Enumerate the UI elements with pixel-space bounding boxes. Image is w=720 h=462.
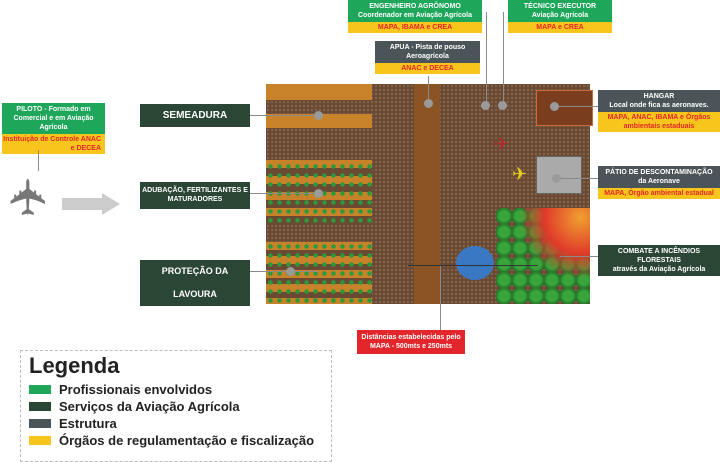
connector-line [486, 12, 487, 104]
legend-swatch [29, 385, 51, 394]
pilot-regulator: Instituição de Controle ANAC e DECEA [2, 134, 105, 154]
connector-line [440, 265, 441, 330]
connector-dot [481, 101, 490, 110]
plot-seeding [266, 114, 372, 128]
engineer-regulator: MAPA, IBAMA e CREA [348, 22, 482, 33]
distance-line [408, 265, 538, 266]
legend-swatch [29, 402, 51, 411]
connector-dot [314, 111, 323, 120]
legend-item: Profissionais envolvidos [29, 381, 331, 398]
legend-title: Legenda [29, 353, 120, 378]
pond [456, 246, 494, 280]
technician-title: TÉCNICO EXECUTOR [523, 3, 597, 10]
connector-line [428, 76, 429, 104]
technician-subtitle: Aviação Agrícola [531, 12, 589, 19]
apua-card: APUA - Pista de pouso Aeroagrícola ANAC … [375, 41, 480, 74]
service-semeadura: SEMEADURA [140, 104, 250, 127]
runway [414, 84, 440, 304]
legend-label: Profissionais envolvidos [59, 382, 213, 397]
plot-seeding [266, 84, 372, 100]
patio-subtitle: da Aeronave [638, 178, 680, 185]
crops [266, 242, 372, 304]
connector-dot [550, 102, 559, 111]
technician-card: TÉCNICO EXECUTOR Aviação Agrícola MAPA e … [508, 0, 612, 33]
legend-swatch [29, 419, 51, 428]
connector-line [38, 150, 39, 171]
combate-card: COMBATE A INCÊNDIOS FLORESTAIS através da… [598, 245, 720, 276]
connector-line [250, 193, 318, 194]
legend-item: Serviços da Aviação Agrícola [29, 398, 331, 415]
combate-subtitle: através da Aviação Agrícola [612, 266, 706, 273]
connector-line [560, 256, 600, 257]
arrow-right-icon [62, 198, 102, 210]
apua-regulator: ANAC e DECEA [375, 63, 480, 74]
legend-swatch [29, 436, 51, 445]
airplane-icon: ✈ [494, 134, 510, 154]
hangar-title: HANGAR [643, 93, 675, 100]
legend-label: Órgãos de regulamentação e fiscalização [59, 433, 315, 448]
connector-dot [424, 99, 433, 108]
hangar-building [536, 90, 593, 126]
patio-title: PÁTIO DE DESCONTAMINAÇÃO [605, 169, 713, 176]
legend-label: Serviços da Aviação Agrícola [59, 399, 240, 414]
connector-line [250, 115, 318, 116]
arrow-head [102, 193, 120, 215]
airplane-icon: ✈ [0, 176, 57, 218]
service-adubacao: ADUBAÇÃO, FERTILIZANTES E MATURADORES [140, 182, 250, 209]
legend-item: Órgãos de regulamentação e fiscalização [29, 432, 331, 449]
engineer-title: ENGENHEIRO AGRÔNOMO [369, 3, 461, 10]
patio-card: PÁTIO DE DESCONTAMINAÇÃO da Aeronave MAPA… [598, 166, 720, 199]
patio-regulator: MAPA, Órgão ambiental estadual [598, 188, 720, 199]
pilot-card: PILOTO - Formado em Comercial e em Aviaç… [2, 103, 105, 154]
connector-line [560, 178, 600, 179]
technician-regulator: MAPA e CREA [508, 22, 612, 33]
connector-line [503, 12, 504, 104]
engineer-card: ENGENHEIRO AGRÔNOMO Coordenador em Aviaçã… [348, 0, 482, 33]
combate-title: COMBATE A INCÊNDIOS FLORESTAIS [617, 248, 701, 264]
apua-title: APUA - Pista de pouso Aeroagrícola [375, 41, 480, 63]
hangar-regulator: MAPA, ANAC, IBAMA e Órgãos ambientais es… [598, 112, 720, 132]
legend-label: Estrutura [59, 416, 117, 431]
connector-line [250, 271, 318, 272]
legend-item: Estrutura [29, 415, 331, 432]
engineer-subtitle: Coordenador em Aviação Agrícola [358, 12, 472, 19]
airplane-icon: ✈ [512, 164, 528, 184]
connector-dot [498, 101, 507, 110]
connector-dot [552, 174, 561, 183]
farm-field-illustration: ✈ ✈ [266, 84, 593, 304]
connector-line [555, 106, 600, 107]
distance-note: Distâncias estabelecidas pelo MAPA - 500… [357, 330, 465, 354]
connector-dot [286, 267, 295, 276]
legend: Legenda Profissionais envolvidos Serviço… [20, 350, 332, 462]
hangar-card: HANGAR Local onde fica as aeronaves. MAPA… [598, 90, 720, 132]
hangar-subtitle: Local onde fica as aeronaves. [609, 102, 709, 109]
service-protecao: PROTEÇÃO DA LAVOURA [140, 260, 250, 306]
pilot-title: PILOTO - Formado em Comercial e em Aviaç… [2, 103, 105, 134]
connector-dot [314, 189, 323, 198]
